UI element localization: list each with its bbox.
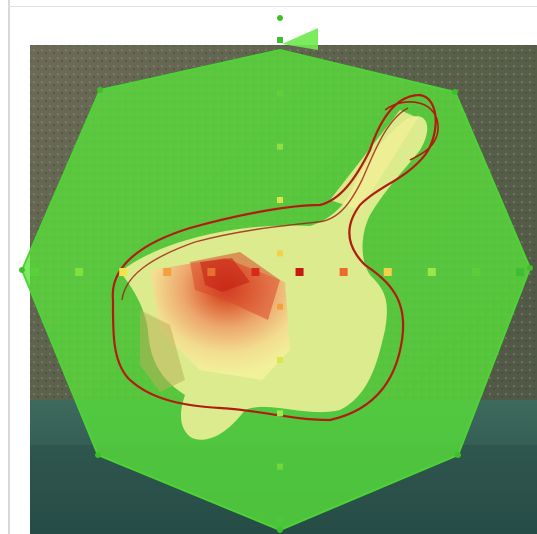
y-axis-marker bbox=[277, 250, 283, 257]
y-axis-marker bbox=[277, 357, 283, 363]
x-axis-markers bbox=[31, 268, 524, 276]
y-axis-marker bbox=[277, 410, 283, 417]
x-axis-marker bbox=[207, 268, 216, 276]
vertex-markers bbox=[19, 15, 533, 533]
vertex-marker bbox=[452, 89, 458, 95]
vertex-marker bbox=[527, 265, 533, 271]
x-axis-marker bbox=[516, 268, 524, 276]
y-axis-marker bbox=[277, 197, 283, 203]
vertex-marker bbox=[277, 15, 283, 21]
y-axis-marker bbox=[277, 143, 283, 150]
y-axis-marker bbox=[277, 37, 283, 43]
window-border-top bbox=[8, 6, 537, 7]
vertex-marker bbox=[19, 267, 25, 273]
y-axis-marker bbox=[277, 463, 283, 470]
x-axis-marker bbox=[471, 268, 480, 276]
y-axis-markers bbox=[277, 37, 283, 523]
x-axis-marker bbox=[31, 268, 39, 276]
vertex-marker bbox=[277, 527, 283, 533]
x-axis-marker bbox=[251, 268, 260, 276]
x-axis-marker bbox=[119, 268, 128, 276]
y-axis-marker bbox=[277, 303, 283, 310]
vertex-marker bbox=[95, 452, 101, 458]
x-axis-marker bbox=[339, 268, 348, 276]
y-axis-marker bbox=[277, 517, 283, 523]
vertex-marker bbox=[97, 87, 103, 93]
coverage-tab bbox=[282, 28, 318, 50]
heat-core bbox=[140, 252, 290, 392]
x-axis-marker bbox=[383, 268, 392, 276]
window-border-left bbox=[8, 0, 10, 534]
boundary-contour-inner bbox=[121, 107, 409, 301]
vertex-marker bbox=[455, 452, 461, 458]
x-axis-marker bbox=[75, 268, 84, 276]
x-axis-marker bbox=[295, 268, 304, 276]
x-axis-marker bbox=[163, 268, 172, 276]
x-axis-marker bbox=[427, 268, 436, 276]
boundary-contour bbox=[111, 93, 437, 422]
y-axis-marker bbox=[277, 90, 283, 97]
